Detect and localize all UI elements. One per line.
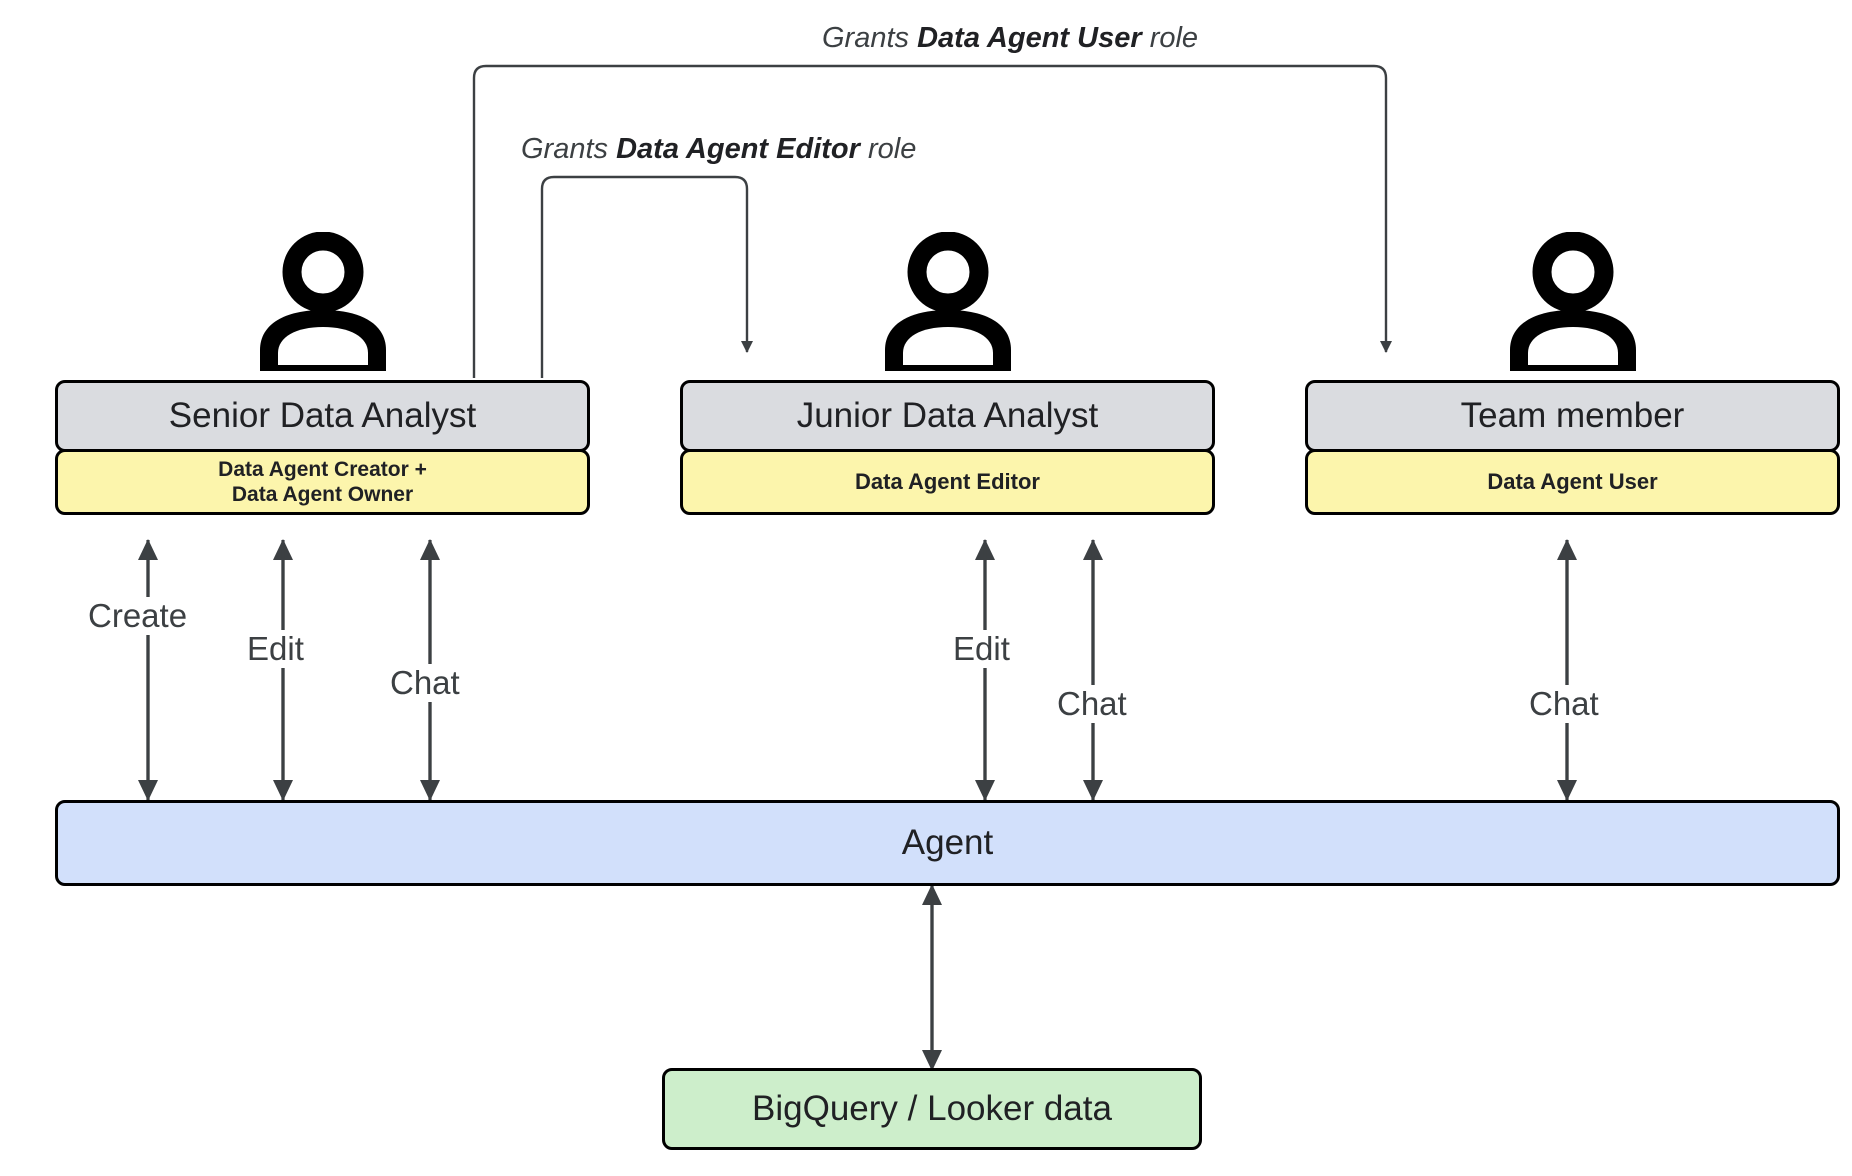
action-label-team-chat: Chat xyxy=(1525,685,1603,723)
role-title-junior-data-analyst: Junior Data Analyst xyxy=(680,380,1215,452)
grant-editor-prefix: Grants xyxy=(521,133,617,165)
grant-label-data-agent-user: Grants Data Agent User role xyxy=(822,22,1198,55)
person-icon xyxy=(884,232,1011,371)
grant-editor-suffix: role xyxy=(859,133,917,165)
action-label-senior-edit: Edit xyxy=(243,630,308,668)
persona-junior-data-analyst: Junior Data Analyst Data Agent Editor xyxy=(680,232,1215,515)
permission-badge-senior-data-analyst: Data Agent Creator + Data Agent Owner xyxy=(55,449,590,515)
permission-line-1: Data Agent Creator + xyxy=(218,457,427,481)
agent-label: Agent xyxy=(901,823,994,862)
action-label-senior-create: Create xyxy=(84,597,192,635)
grant-user-role: Data Agent User xyxy=(917,22,1142,54)
data-source-label: BigQuery / Looker data xyxy=(752,1089,1112,1128)
grant-user-suffix: role xyxy=(1141,22,1199,54)
role-title-team-member: Team member xyxy=(1305,380,1840,452)
permission-badge-junior-data-analyst: Data Agent Editor xyxy=(680,449,1215,515)
data-source-box: BigQuery / Looker data xyxy=(662,1068,1202,1150)
permission-line-2: Data Agent Owner xyxy=(231,483,414,506)
person-icon xyxy=(259,232,386,371)
persona-senior-data-analyst: Senior Data Analyst Data Agent Creator +… xyxy=(55,232,590,515)
permission-badge-team-member: Data Agent User xyxy=(1305,449,1840,515)
connector-grants-data-agent-editor xyxy=(540,175,753,378)
person-icon xyxy=(1509,232,1636,371)
action-label-junior-edit: Edit xyxy=(949,630,1014,668)
grant-label-data-agent-editor: Grants Data Agent Editor role xyxy=(521,133,916,166)
action-label-junior-chat: Chat xyxy=(1053,685,1131,723)
grant-user-prefix: Grants xyxy=(822,22,918,54)
agent-box: Agent xyxy=(55,800,1840,886)
grant-editor-role: Data Agent Editor xyxy=(616,133,860,165)
role-title-senior-data-analyst: Senior Data Analyst xyxy=(55,380,590,452)
persona-team-member: Team member Data Agent User xyxy=(1305,232,1840,515)
action-label-senior-chat: Chat xyxy=(386,664,464,702)
